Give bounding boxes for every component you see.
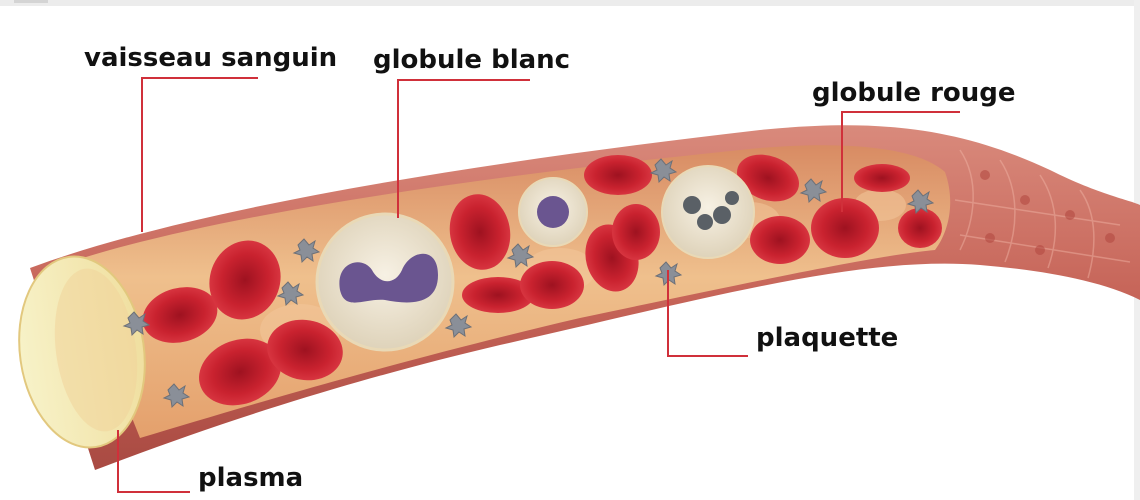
- label-red-blood-cell: globule rouge: [812, 80, 1016, 106]
- label-plasma: plasma: [198, 465, 303, 491]
- label-platelet: plaquette: [756, 325, 898, 351]
- label-white-blood-cell: globule blanc: [373, 47, 570, 73]
- label-blood-vessel: vaisseau sanguin: [84, 45, 337, 71]
- leader-line-vessel: [142, 78, 258, 232]
